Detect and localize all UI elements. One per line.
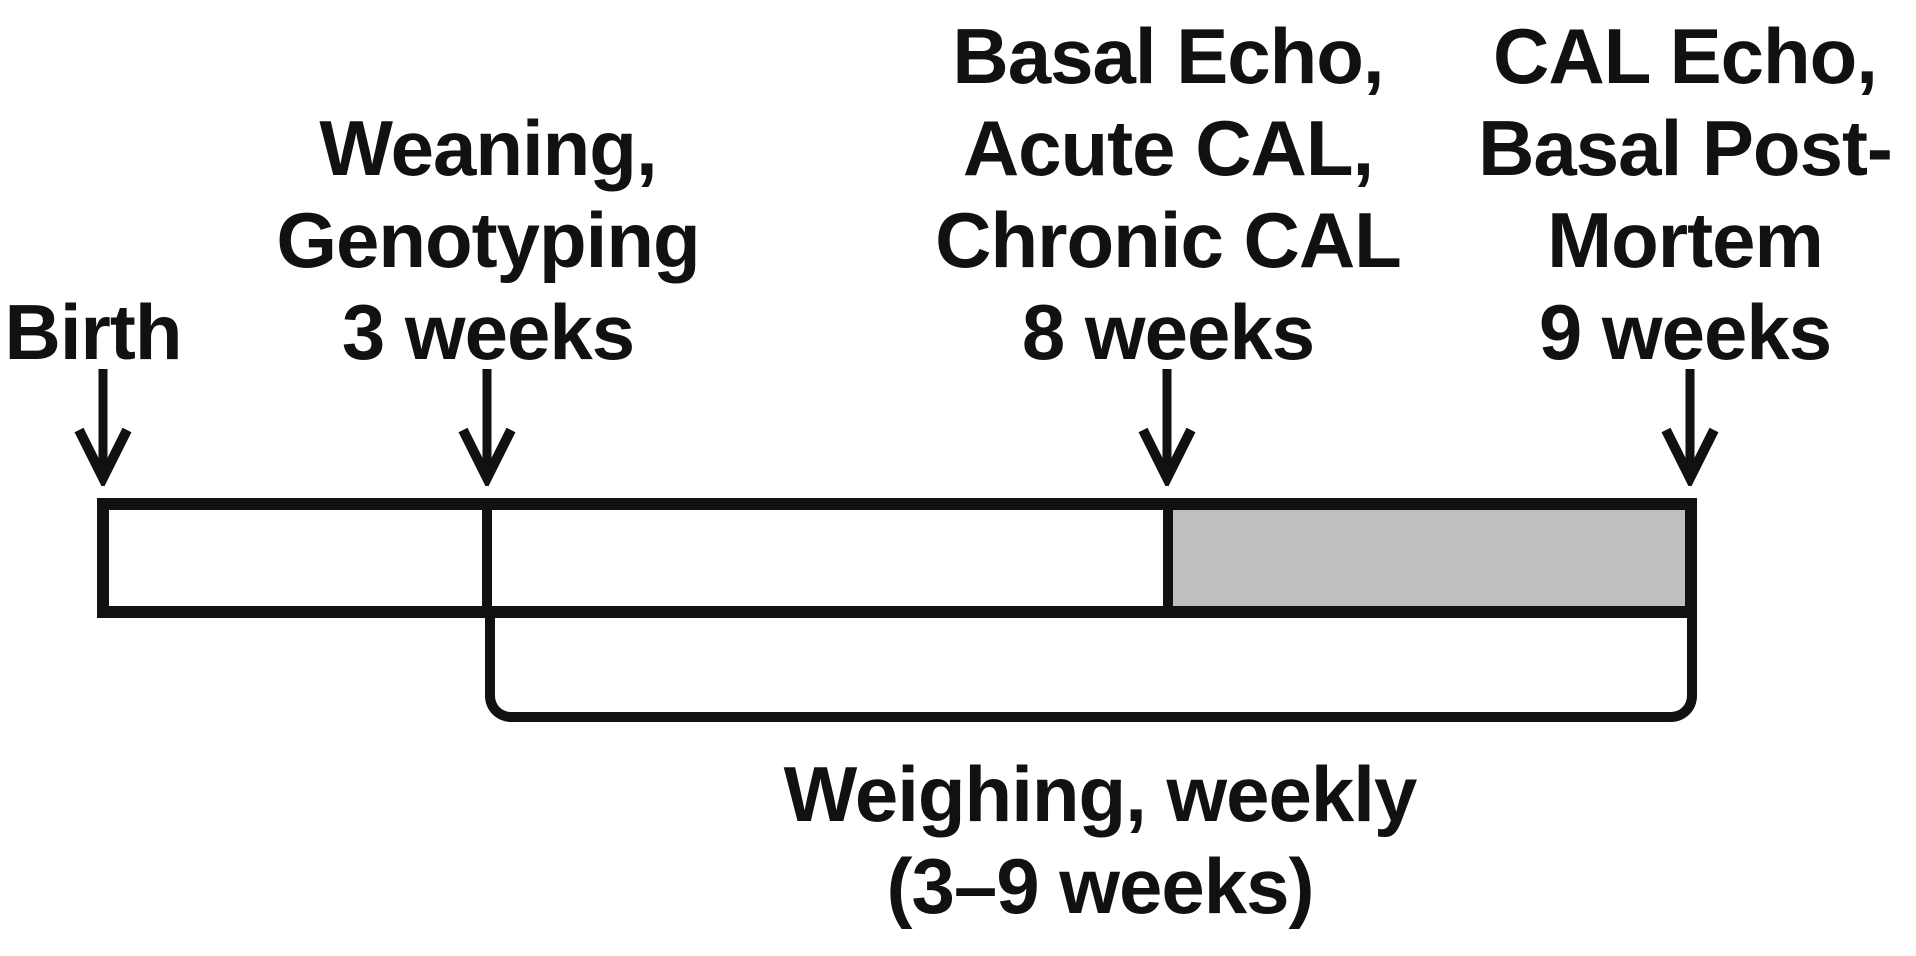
- down-arrow-icon: [457, 366, 517, 486]
- event-label-line: Basal Echo,: [952, 12, 1384, 100]
- event-label-weaning-genotyping: Weaning, Genotyping 3 weeks: [276, 102, 700, 378]
- event-label-cal-procedures: Basal Echo, Acute CAL, Chronic CAL 8 wee…: [935, 10, 1402, 378]
- event-label-line: CAL Echo,: [1493, 12, 1878, 100]
- weighing-caption: Weighing, weekly (3–9 weeks): [783, 748, 1418, 932]
- event-label-line: Chronic CAL: [935, 196, 1402, 284]
- down-arrow-icon: [73, 366, 133, 486]
- weighing-period-bracket: [485, 616, 1697, 722]
- event-label-line: Weaning,: [319, 104, 657, 192]
- event-label-line: Genotyping: [276, 196, 700, 284]
- event-label-line: 3 weeks: [341, 288, 635, 376]
- timeline-divider-8-weeks: [1163, 510, 1173, 606]
- down-arrow-icon: [1660, 366, 1720, 486]
- event-label-birth: Birth: [4, 286, 183, 378]
- timeline-segment-cal-to-postmortem: [1173, 510, 1685, 606]
- timeline-divider-3-weeks: [482, 510, 492, 606]
- event-label-line: 8 weeks: [1021, 288, 1315, 376]
- timeline-bar: [97, 498, 1697, 618]
- event-label-line: Mortem: [1547, 196, 1824, 284]
- event-label-line: Basal Post-: [1478, 104, 1893, 192]
- event-label-line: 9 weeks: [1538, 288, 1832, 376]
- down-arrow-icon: [1137, 366, 1197, 486]
- event-label-line: Birth: [4, 288, 183, 376]
- event-label-post-mortem: CAL Echo, Basal Post- Mortem 9 weeks: [1478, 10, 1893, 378]
- event-label-line: Acute CAL,: [962, 104, 1374, 192]
- weighing-caption-line: Weighing, weekly: [783, 750, 1418, 838]
- weighing-caption-line: (3–9 weeks): [886, 842, 1315, 930]
